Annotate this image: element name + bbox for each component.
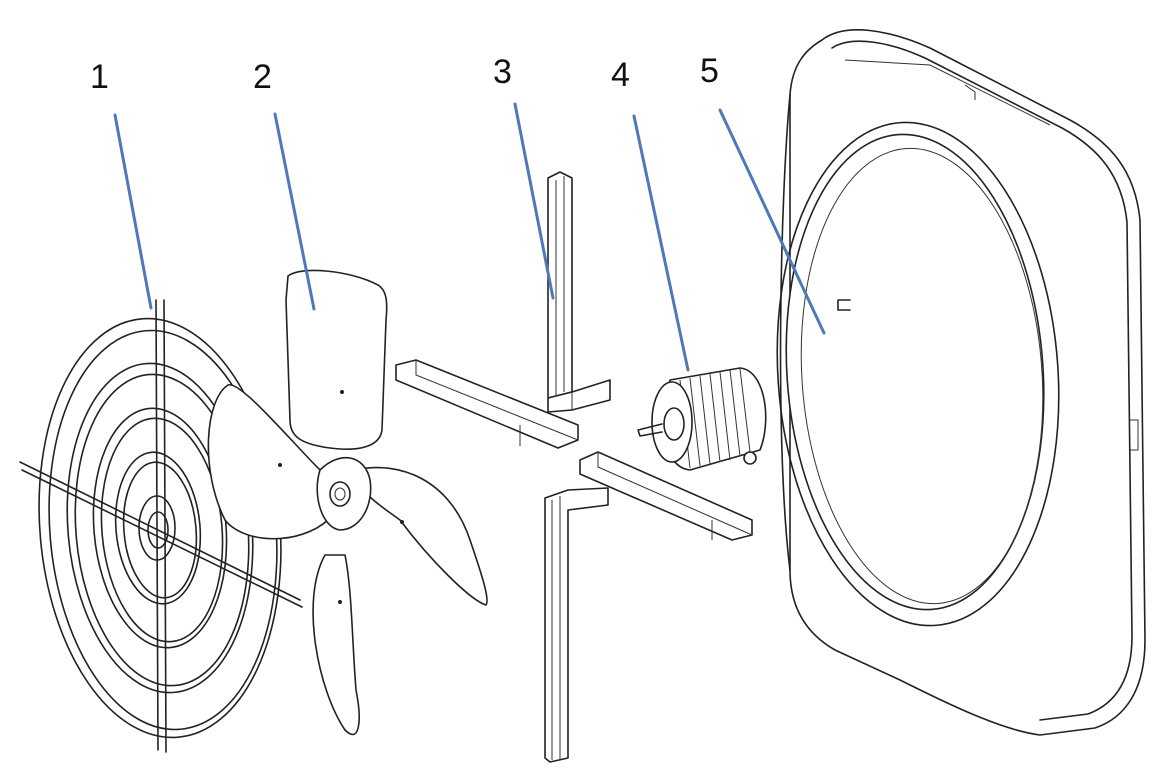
part-label-2: 2 — [253, 58, 272, 96]
leader-line-4 — [632, 114, 690, 372]
fan-housing — [776, 29, 1146, 736]
part-label-4: 4 — [611, 56, 630, 94]
part-label-3: 3 — [493, 53, 512, 91]
part-label-5: 5 — [700, 52, 719, 90]
leader-line-2 — [273, 112, 316, 311]
fan-blades — [207, 269, 488, 736]
leader-line-5 — [718, 108, 826, 335]
leader-line-1 — [113, 113, 153, 310]
mounting-brackets — [395, 171, 753, 763]
leader-lines — [113, 102, 826, 372]
fan-motor — [637, 367, 767, 471]
leader-line-3 — [513, 102, 555, 300]
part-label-1: 1 — [90, 58, 109, 96]
